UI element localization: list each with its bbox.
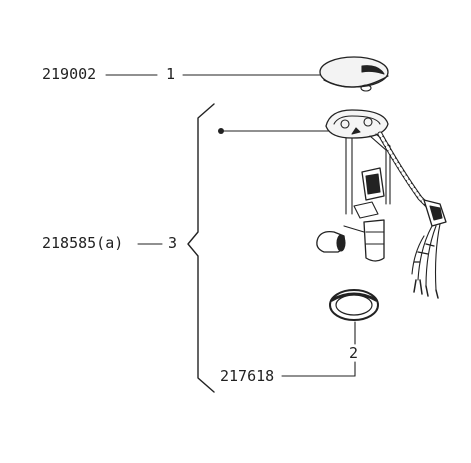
- callout-1: 1: [166, 65, 176, 83]
- sealing-ring-part: [329, 289, 379, 321]
- leader-dot: [218, 128, 224, 134]
- callout-3: 3: [168, 234, 178, 252]
- part-number-218585a: 218585(a): [42, 234, 124, 252]
- pump-sender-assembly: [316, 109, 447, 299]
- part-number-219002: 219002: [42, 65, 97, 83]
- callout-2: 2: [349, 344, 359, 362]
- group-bracket: [187, 103, 215, 393]
- part-number-217618: 217618: [220, 367, 275, 385]
- cap-cover-part: [319, 56, 389, 92]
